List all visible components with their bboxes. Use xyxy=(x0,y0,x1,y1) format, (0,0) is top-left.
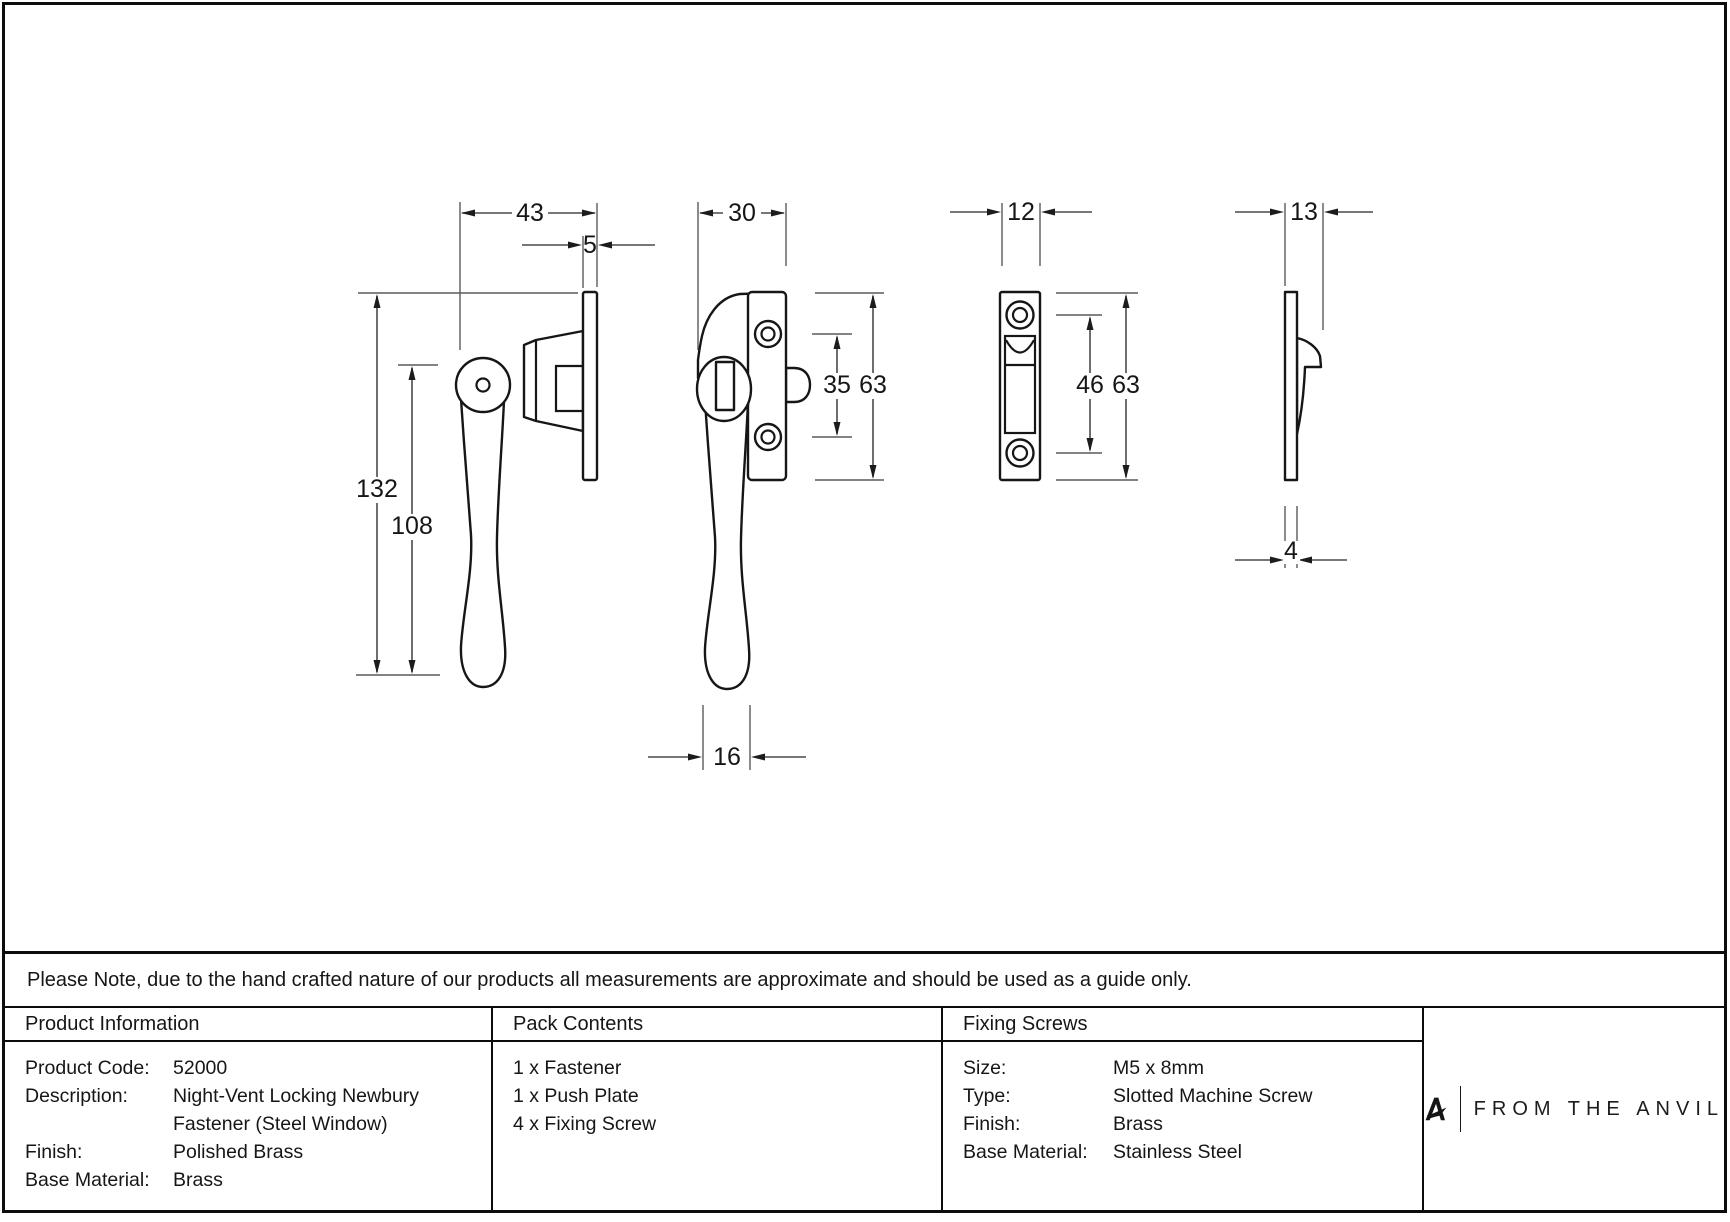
dim-plate-depth: 13 xyxy=(1290,198,1318,226)
pack-item: 4 x Fixing Screw xyxy=(513,1113,657,1135)
from-the-anvil-logo-icon xyxy=(1425,1097,1447,1121)
handle-fork-slot xyxy=(714,360,736,412)
screw-finish-label: Finish: xyxy=(963,1113,1021,1135)
dim-plate-thickness-side: 4 xyxy=(1284,537,1298,565)
dim-side-width: 43 xyxy=(516,199,544,227)
dim-front-width: 30 xyxy=(728,199,756,227)
table-row: Product Code: 52000 xyxy=(25,1054,491,1082)
screw-type-value: Slotted Machine Screw xyxy=(1113,1085,1313,1107)
locking-nib xyxy=(784,366,812,404)
fixing-screws-column: Fixing Screws Size: M5 x 8mm Type: Slott… xyxy=(943,1008,1424,1210)
table-row: Base Material: Stainless Steel xyxy=(963,1138,1422,1166)
screw-finish-value: Brass xyxy=(1113,1113,1163,1135)
handle-knuckle xyxy=(454,356,512,414)
pack-contents-header: Pack Contents xyxy=(493,1008,941,1042)
table-row: Type: Slotted Machine Screw xyxy=(963,1082,1422,1110)
screw-size-value: M5 x 8mm xyxy=(1113,1057,1205,1079)
push-plate-profile xyxy=(1283,290,1299,482)
dim-plate-thickness: 5 xyxy=(583,231,597,259)
dim-plate-height: 63 xyxy=(1112,371,1140,399)
dim-front-height: 63 xyxy=(859,371,887,399)
brand-name: FROM THE ANVIL xyxy=(1473,1097,1724,1120)
dim-plate-hole-spacing: 46 xyxy=(1076,371,1104,399)
screw-hole-bottom xyxy=(753,422,783,452)
dim-plate-width: 12 xyxy=(1007,198,1035,226)
fastener-handle-side xyxy=(459,397,507,689)
pivot-hole xyxy=(475,377,491,393)
base-material-label: Base Material: xyxy=(25,1169,150,1191)
dim-overall-height: 132 xyxy=(356,475,398,503)
screw-base-material-value: Stainless Steel xyxy=(1113,1141,1242,1163)
measurement-note-row: Please Note, due to the hand crafted nat… xyxy=(5,951,1724,1008)
table-row: Description: Night-Vent Locking Newbury … xyxy=(25,1082,491,1138)
dim-handle-length: 108 xyxy=(391,512,433,540)
plate-screw-hole-bottom xyxy=(1005,438,1035,468)
table-row: Base Material: Brass xyxy=(25,1166,491,1194)
product-information-header: Product Information xyxy=(5,1008,491,1042)
fastener-front-view: 30 35 63 16 xyxy=(648,199,890,771)
spec-table: Product Information Product Code: 52000 … xyxy=(5,1008,1724,1210)
finish-value: Polished Brass xyxy=(173,1141,304,1163)
screw-size-label: Size: xyxy=(963,1057,1007,1079)
finish-label: Finish: xyxy=(25,1141,83,1163)
description-value: Night-Vent Locking Newbury Fastener (Ste… xyxy=(173,1085,420,1135)
pack-contents-body: 1 x Fastener 1 x Push Plate 4 x Fixing S… xyxy=(493,1042,941,1138)
plate-keep-slot xyxy=(1003,334,1037,435)
pack-item: 1 x Fastener xyxy=(513,1057,622,1079)
brand-cell: FROM THE ANVIL xyxy=(1424,1008,1724,1210)
table-row: Finish: Brass xyxy=(963,1110,1422,1138)
product-information-body: Product Code: 52000 Description: Night-V… xyxy=(5,1042,491,1194)
measurement-note-text: Please Note, due to the hand crafted nat… xyxy=(27,968,1192,991)
screw-hole-top xyxy=(753,319,783,349)
description-label: Description: xyxy=(25,1085,128,1107)
fixing-screws-body: Size: M5 x 8mm Type: Slotted Machine Scr… xyxy=(943,1042,1422,1166)
dim-front-hole-spacing: 35 xyxy=(823,371,851,399)
table-row: Finish: Polished Brass xyxy=(25,1138,491,1166)
fixing-screws-header: Fixing Screws xyxy=(943,1008,1422,1042)
fastener-housing xyxy=(522,329,585,433)
logo-divider xyxy=(1459,1086,1461,1132)
plate-screw-hole-top xyxy=(1005,300,1035,330)
product-code-label: Product Code: xyxy=(25,1057,150,1079)
product-information-column: Product Information Product Code: 52000 … xyxy=(5,1008,493,1210)
pack-item: 1 x Push Plate xyxy=(513,1085,639,1107)
pack-contents-column: Pack Contents 1 x Fastener 1 x Push Plat… xyxy=(493,1008,943,1210)
dim-handle-width: 16 xyxy=(713,743,741,771)
push-plate-side-view: 13 4 xyxy=(1235,198,1373,568)
plate-spring-detail xyxy=(1005,339,1035,354)
table-row: Size: M5 x 8mm xyxy=(963,1054,1422,1082)
screw-base-material-label: Base Material: xyxy=(963,1141,1088,1163)
product-code-value: 52000 xyxy=(173,1057,228,1079)
fastener-side-view: 43 5 132 108 xyxy=(353,199,655,689)
push-plate-front-view: 12 46 63 xyxy=(950,198,1143,482)
technical-drawing-area: 43 5 132 108 xyxy=(353,198,1373,771)
screw-type-label: Type: xyxy=(963,1085,1011,1107)
fastener-backplate-side xyxy=(581,290,599,482)
fastener-handle-front xyxy=(703,399,751,691)
base-material-value: Brass xyxy=(173,1169,223,1191)
plate-keeper-tongue xyxy=(1295,336,1323,436)
